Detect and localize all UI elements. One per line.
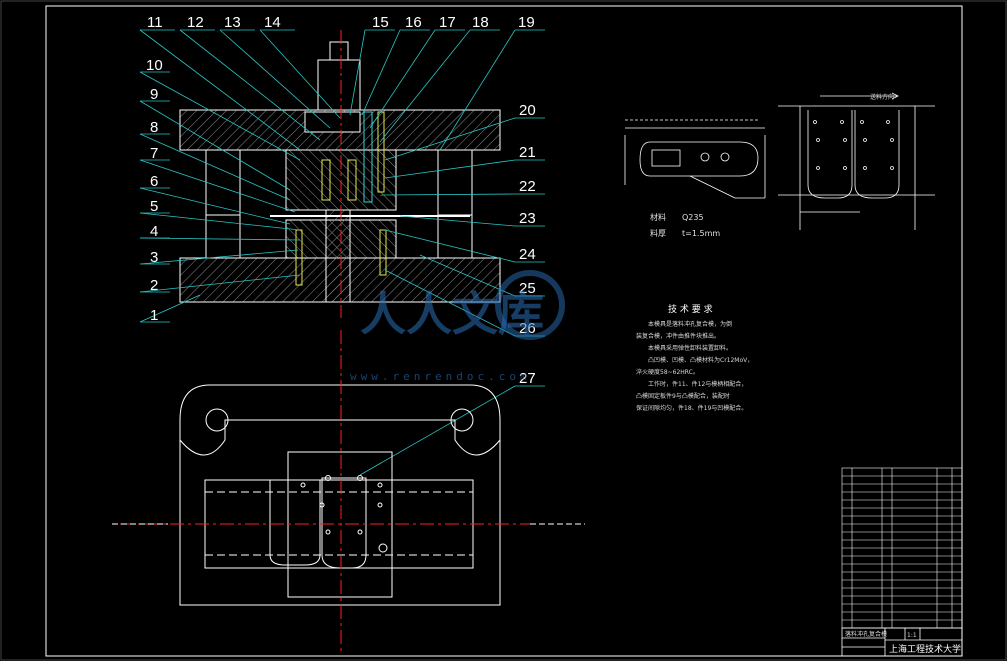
watermark: 人人文库 www.renrendoc.com [350, 270, 565, 383]
guide-hole-right [450, 408, 474, 432]
strip-layout [778, 92, 935, 230]
tech-req-line: 淬火硬度58~62HRC。 [636, 368, 699, 376]
part-labels-right: 20 21 22 23 24 25 26 27 [519, 102, 536, 387]
part-label: 25 [519, 280, 536, 297]
part-label: 12 [187, 14, 204, 31]
guide-post-left [205, 149, 241, 259]
part-label: 24 [519, 246, 536, 263]
material-value: Q235 [682, 213, 704, 222]
tech-requirements: 技 术 要 求 本模具是落料冲孔复合模，为倒 装复合模，冲件由推件块推出。 本模… [636, 303, 753, 412]
leaders [139, 29, 545, 476]
part-label: 22 [519, 178, 536, 195]
part-label: 1 [150, 307, 158, 324]
part-label: 9 [150, 86, 158, 103]
part-label: 13 [224, 14, 241, 31]
drawing-scale: 1:1 [907, 632, 917, 639]
part-label: 17 [439, 14, 456, 31]
guide-post-right [437, 149, 473, 259]
section-view [179, 30, 501, 318]
tech-req-line: 装复合模，冲件由推件块推出。 [636, 332, 720, 340]
part-label: 7 [150, 145, 158, 162]
tech-req-line: 本模具是落料冲孔复合模，为倒 [648, 320, 732, 328]
part-label: 11 [147, 14, 163, 31]
part-label: 8 [150, 119, 158, 136]
tech-req-line: 保证间隙均匀，件18、件19与凹模配合。 [636, 404, 747, 412]
part-label: 5 [150, 198, 158, 215]
watermark-text: 人人文库 [360, 287, 544, 341]
material-label: 材料 [650, 212, 666, 222]
tech-req-title: 技 术 要 求 [668, 303, 713, 315]
part-label: 26 [519, 320, 536, 337]
lower-base-outline [179, 384, 501, 606]
tech-req-line: 工作时，件11、件12与模柄相配合， [648, 380, 747, 388]
tech-req-line: 凸模固定板件9与凸模配合，装配时 [636, 392, 730, 400]
title-block [841, 627, 963, 657]
parts-list [841, 467, 963, 629]
die-shank [317, 59, 361, 111]
tech-req-line: 本模具采用弹性卸料装置卸料。 [648, 344, 732, 352]
part-label: 21 [519, 144, 536, 161]
part-label: 6 [150, 173, 158, 190]
plan-view [179, 384, 501, 606]
part-labels-left: 10 9 8 7 6 5 4 3 2 1 [146, 57, 163, 324]
part-label: 15 [372, 14, 389, 31]
part-label: 14 [264, 14, 281, 31]
drawing-name: 落料冲孔复合模 [845, 630, 887, 638]
part-label: 19 [518, 14, 535, 31]
thickness-label: 料厚 [650, 228, 666, 238]
part-drawing [624, 119, 766, 199]
thickness-value: t=1.5mm [682, 229, 720, 238]
part-label: 3 [150, 249, 158, 266]
part-label: 20 [519, 102, 536, 119]
part-label: 18 [472, 14, 489, 31]
school-name: 上海工程技术大学 [889, 643, 961, 655]
feed-direction-label: 送料方向 [870, 93, 894, 101]
part-label: 16 [405, 14, 422, 31]
drawing-frame [45, 5, 963, 657]
part-labels-top: 11 12 13 14 15 16 17 18 19 [147, 14, 535, 31]
material-note: 材料 Q235 料厚 t=1.5mm [650, 212, 720, 238]
center-punch [325, 209, 351, 303]
guide-hole-left [205, 408, 229, 432]
part-label: 4 [150, 223, 158, 240]
part-label: 2 [150, 277, 158, 294]
part-label: 10 [146, 57, 163, 74]
watermark-url: www.renrendoc.com [350, 370, 531, 383]
part-label: 23 [519, 210, 536, 227]
tech-req-line: 凸凹模、凹模、凸模材料为Cr12MoV， [648, 356, 753, 364]
part-label: 27 [519, 370, 536, 387]
